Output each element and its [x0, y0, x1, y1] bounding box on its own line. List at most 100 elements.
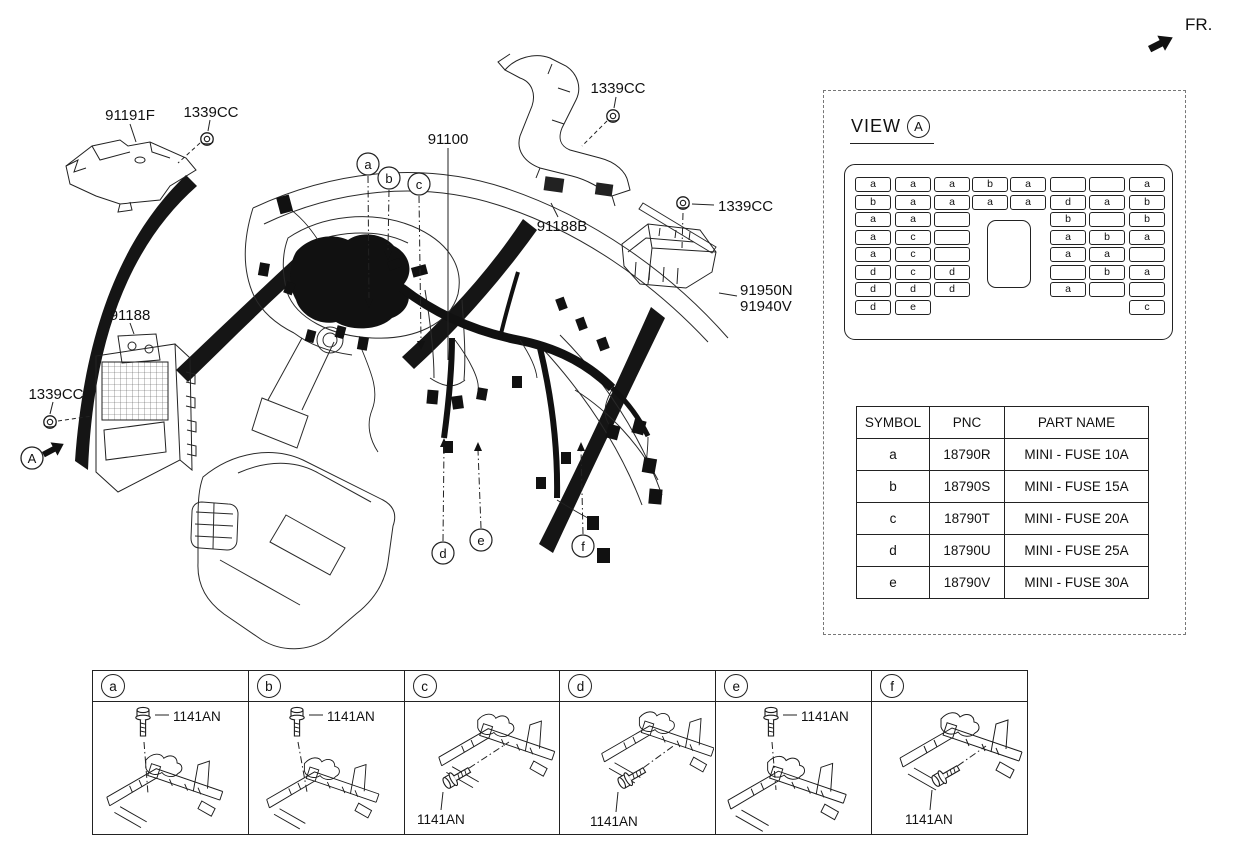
- svg-text:f: f: [581, 539, 585, 554]
- label-91188B: 91188B: [537, 202, 588, 235]
- strip-cell-d: d 1141AN: [560, 671, 717, 834]
- fuse-slot: [1129, 247, 1165, 262]
- fuse-panel-cutout: [987, 220, 1031, 288]
- fuse-slot: d: [855, 282, 891, 297]
- fuse-slot: c: [895, 247, 931, 262]
- fuse-slot: [1089, 212, 1125, 227]
- fr-label: FR.: [1185, 15, 1212, 34]
- fuse-slot: e: [895, 299, 931, 315]
- fuse-slot: a: [895, 177, 931, 192]
- fuse-slot: a: [855, 247, 891, 262]
- swoosh-center: [402, 219, 537, 369]
- table-header: PART NAME: [1004, 406, 1149, 439]
- fuse-slot: a: [972, 194, 1008, 210]
- view-direction-marker: A: [20, 442, 64, 470]
- svg-text:91188B: 91188B: [537, 218, 588, 235]
- fuse-slot: [1050, 177, 1086, 192]
- label-91188: 91188: [110, 307, 151, 335]
- svg-text:d: d: [439, 546, 446, 561]
- fuse-slot: d: [855, 299, 891, 315]
- table-cell: MINI - FUSE 15A: [1004, 470, 1149, 503]
- part-91191F-sketch: [65, 139, 197, 213]
- fuse-slot: b: [1089, 229, 1125, 245]
- svg-text:91950N: 91950N: [740, 282, 793, 299]
- fuse-slot: [934, 247, 970, 262]
- fuse-slot: a: [895, 194, 931, 210]
- cell-f-art: 1141AN: [899, 712, 1023, 827]
- callout-labels: 91191F 1339CC 91188 1339CC A: [20, 80, 793, 470]
- strip-cell-e: e 1141AN: [716, 671, 873, 834]
- table-cell: MINI - FUSE 25A: [1004, 534, 1149, 567]
- fuse-slot: d: [855, 264, 891, 280]
- svg-text:91188: 91188: [110, 307, 151, 324]
- nut-icon: [43, 415, 57, 429]
- table-cell: 18790U: [929, 534, 1005, 567]
- svg-text:1141AN: 1141AN: [590, 814, 638, 829]
- svg-text:1141AN: 1141AN: [905, 812, 953, 827]
- cell-marker: b: [256, 674, 281, 698]
- cell-marker: f: [880, 674, 905, 698]
- cell-marker: d: [568, 674, 593, 698]
- fuse-slot: c: [895, 229, 931, 245]
- fuse-slot: a: [1010, 194, 1046, 210]
- view-a-title: VIEW A: [850, 115, 935, 144]
- fuse-slot: b: [1129, 212, 1165, 227]
- fuse-slot: c: [1129, 299, 1165, 315]
- fuse-slot: [934, 229, 970, 245]
- svg-text:91940V: 91940V: [740, 298, 792, 315]
- bolt-icon: [135, 706, 151, 737]
- label-1339CC-4: 1339CC: [676, 196, 773, 249]
- svg-text:1339CC: 1339CC: [183, 104, 238, 121]
- table-cell: 18790S: [929, 470, 1005, 503]
- fuse-slot: a: [1129, 177, 1165, 192]
- cell-marker: a: [101, 674, 125, 698]
- fr-arrow-icon: [1148, 35, 1173, 53]
- swoosh-to-junction-box: [176, 253, 312, 382]
- part-91188B-sketch: [497, 53, 631, 207]
- table-header: PNC: [929, 406, 1005, 439]
- nut-icon: [676, 196, 690, 210]
- cell-a-art: 1141AN: [106, 706, 224, 829]
- part-91950N-sketch: [621, 223, 717, 289]
- strip-cell-f: f 1141AN: [872, 671, 1027, 834]
- callout-b: b: [377, 166, 401, 190]
- cell-c-art: 1141AN: [417, 713, 555, 827]
- bolt-icon: [289, 706, 305, 737]
- dashboard-outline: [190, 172, 729, 650]
- bolt-icon: [615, 763, 649, 792]
- svg-text:91191F: 91191F: [105, 107, 155, 124]
- cell-marker: e: [724, 674, 749, 698]
- cell-b-art: 1141AN: [266, 706, 380, 830]
- label-91191F: 91191F: [105, 107, 155, 143]
- fuse-slot: d: [934, 264, 970, 280]
- fuse-slot: b: [1050, 212, 1086, 227]
- part-91188-sketch: [95, 333, 197, 493]
- fuse-slot: a: [1129, 264, 1165, 280]
- harness-cluster-bundle: [290, 234, 410, 329]
- fuse-slot: a: [1050, 282, 1086, 297]
- nut-icon: [200, 132, 214, 146]
- wiring-harness: [257, 194, 663, 563]
- fuse-slot: c: [895, 264, 931, 280]
- fuse-slot: a: [1050, 229, 1086, 245]
- bolt-location-strip: a 1141AN b 1141AN c 1141AN d: [92, 670, 1028, 835]
- callout-c: c: [407, 172, 431, 196]
- fuse-slot: d: [895, 282, 931, 297]
- strip-cell-c: c 1141AN: [404, 671, 561, 834]
- fuse-slot: a: [855, 212, 891, 227]
- fuse-slot: a: [1089, 247, 1125, 262]
- nut-icon: [606, 109, 620, 123]
- table-cell: e: [856, 566, 930, 599]
- table-header: SYMBOL: [856, 406, 930, 439]
- table-cell: 18790T: [929, 502, 1005, 535]
- callout-d: d: [431, 541, 455, 565]
- svg-text:1141AN: 1141AN: [327, 709, 375, 724]
- bolt-icon: [439, 763, 474, 792]
- svg-text:A: A: [28, 451, 37, 466]
